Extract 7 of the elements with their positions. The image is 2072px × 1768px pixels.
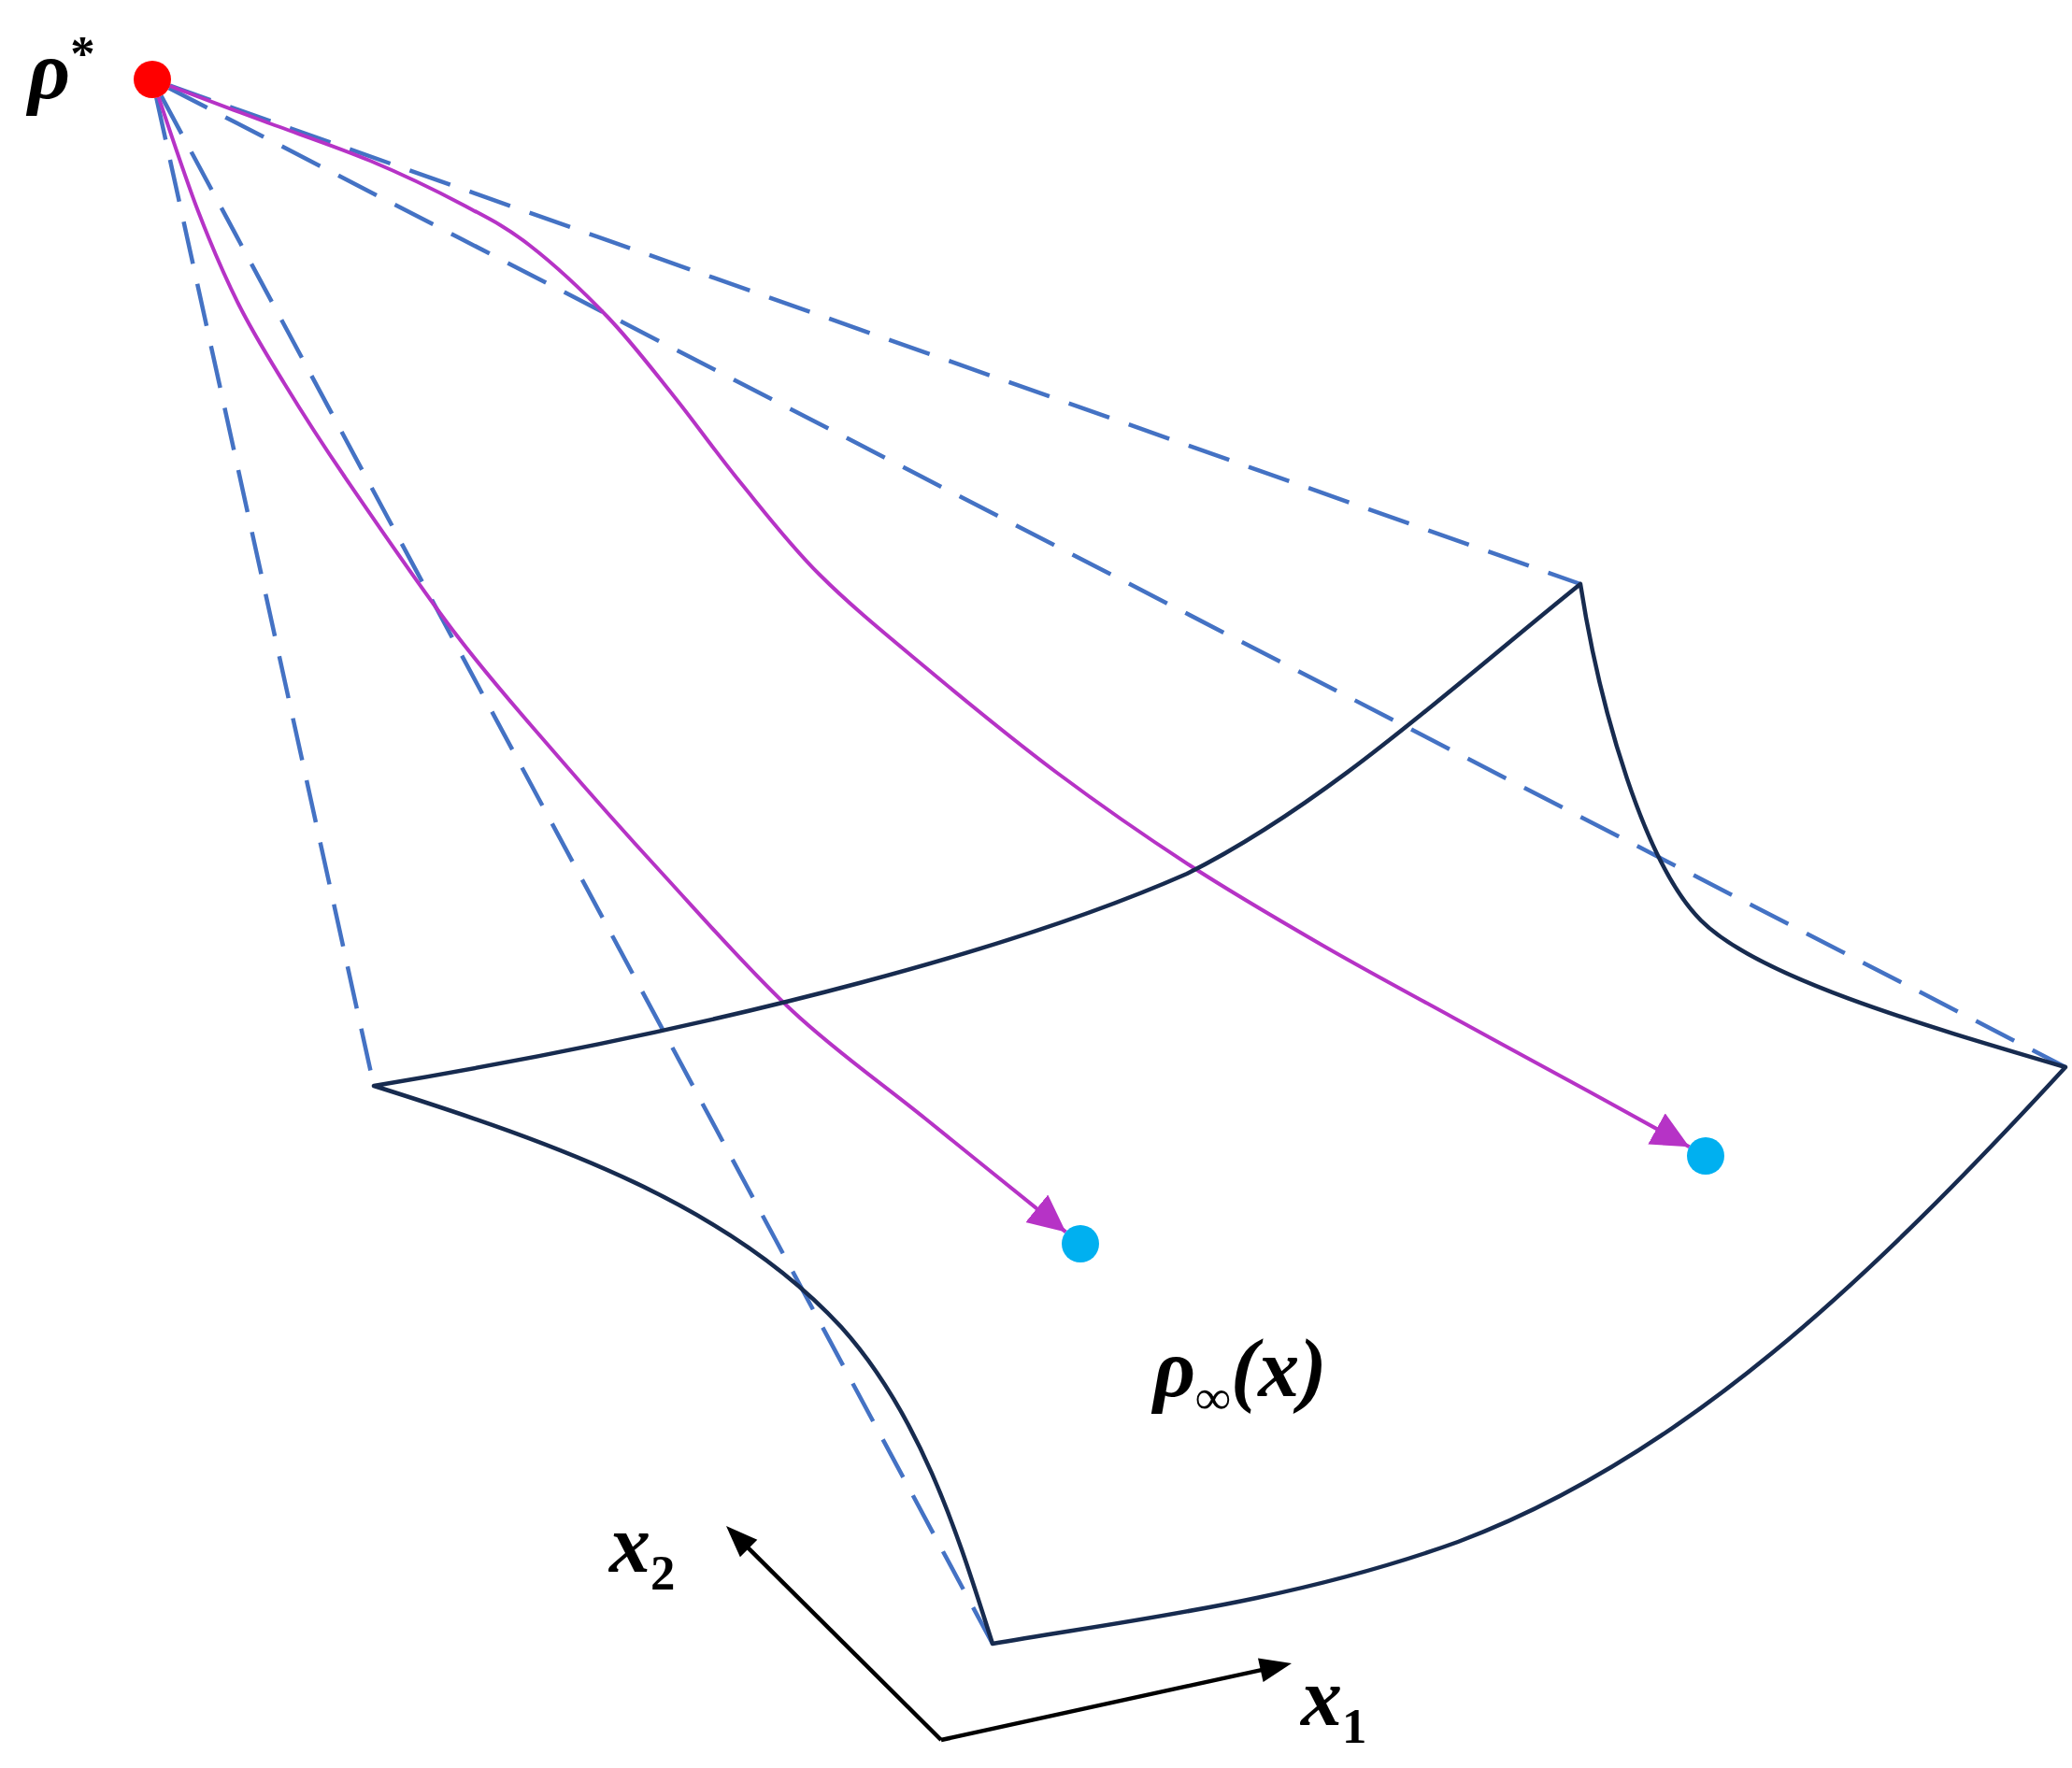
dashed-line bbox=[169, 83, 1581, 587]
axis-label: x$_{2}$ bbox=[609, 1500, 676, 1590]
function-label: ρ$_{∞}$(x) bbox=[1153, 1324, 1327, 1415]
curved-arrow bbox=[169, 84, 1691, 1149]
curved-arrow bbox=[156, 96, 1067, 1233]
point-label: ρ$^{*}$ bbox=[28, 26, 95, 117]
axis-label: x$_{1}$ bbox=[1301, 1653, 1367, 1744]
